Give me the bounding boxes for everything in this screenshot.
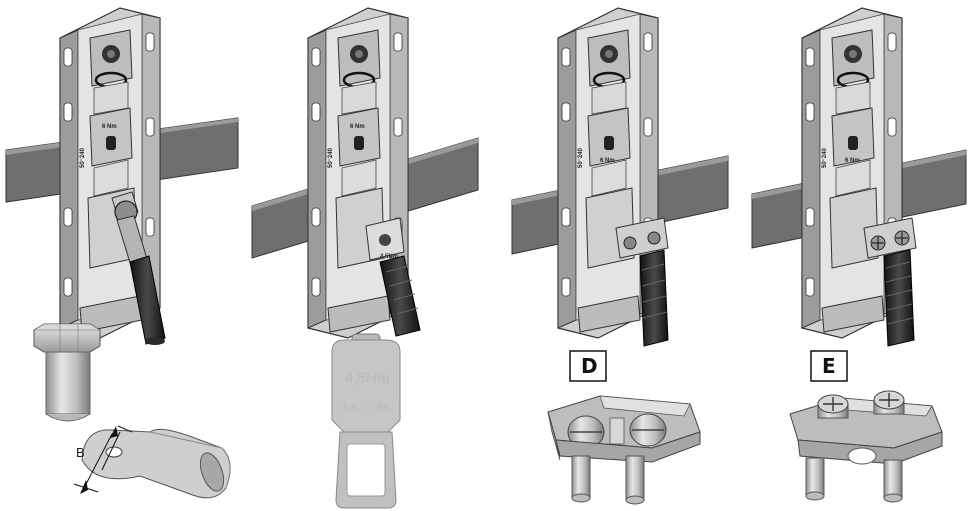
bolt-torque-label: 6 Nm xyxy=(102,124,117,130)
clamp-terminal xyxy=(615,217,669,259)
cable-lug-detail: B xyxy=(73,425,231,499)
clamp-terminal: 4,5Nm xyxy=(365,217,405,261)
dimension-line xyxy=(101,431,121,471)
label-d-text: D xyxy=(581,354,598,378)
bolt-torque-label: 6 Nm xyxy=(600,158,615,164)
clamp-detail: 4,5Nm 1,5 □ - 95 □ xyxy=(331,333,401,509)
clamp-cross-section-text: 1,5 □ - 95 □ xyxy=(342,402,399,414)
clamp-torque-marking: 4,5Nm xyxy=(380,254,398,260)
cable xyxy=(639,249,669,347)
label-d: D xyxy=(569,350,607,382)
bolt-torque-label: 6 Nm xyxy=(845,158,860,164)
cable xyxy=(129,255,166,345)
clamp-torque-text: 4,5Nm xyxy=(345,370,390,387)
cable xyxy=(883,249,915,347)
bolt-torque-label: 6 Nm xyxy=(350,124,365,130)
panel-4: 6 Nm xyxy=(751,6,967,347)
cable xyxy=(379,255,421,337)
hex-bolt-detail xyxy=(32,323,102,422)
clamp-e-detail xyxy=(789,390,943,503)
clamp-d-detail xyxy=(547,395,701,505)
label-e-text: E xyxy=(822,354,836,378)
label-e: E xyxy=(810,350,848,382)
panel-2: 6 Nm 4,5Nm xyxy=(251,6,479,340)
dimension-b-label: B xyxy=(76,445,85,460)
panel-1: 6 Nm xyxy=(5,6,239,345)
clamp-terminal xyxy=(863,217,917,259)
panel-3: 6 Nm xyxy=(511,6,729,347)
